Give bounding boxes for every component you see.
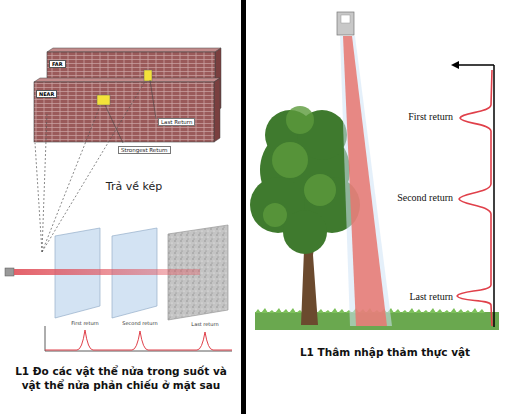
return-label: Second return (397, 192, 453, 203)
return-label: Last return (409, 291, 453, 302)
figure-caption: Trả về kép (106, 180, 162, 193)
return-tag: Last Return (158, 118, 195, 126)
peak-label: Second return (122, 320, 157, 326)
wall-node: NEAR (34, 82, 214, 142)
figure-caption: L1 Thâm nhập thảm thực vật (300, 345, 470, 359)
return-tag: Strongest Return (118, 146, 171, 154)
wall-tag: NEAR (36, 90, 57, 98)
peak-label: First return (71, 320, 98, 326)
return-label: First return (408, 111, 453, 122)
wall-tag: FAR (49, 60, 66, 68)
figure-caption: L1 Đo các vật thể nửa trong suốt và vật … (4, 364, 238, 392)
peak-label: Last return (191, 321, 218, 327)
wall-node: FAR (47, 52, 215, 112)
